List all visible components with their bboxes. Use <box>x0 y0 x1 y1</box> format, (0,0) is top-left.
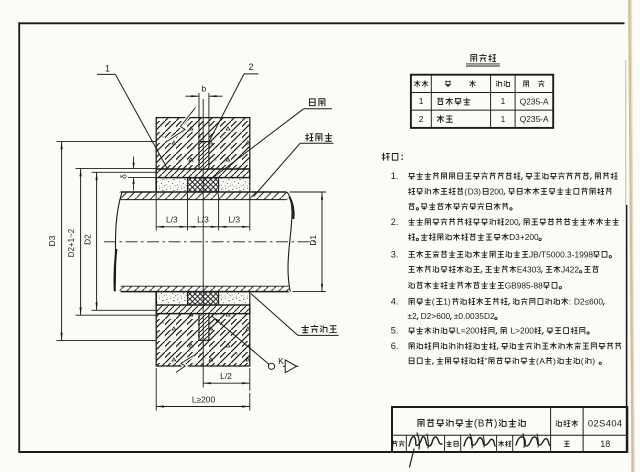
svg-text:D2: D2 <box>82 234 92 245</box>
svg-text:1: 1 <box>501 96 506 106</box>
svg-text:1: 1 <box>443 296 448 306</box>
svg-text:D2≤600: D2≤600 <box>574 296 604 306</box>
svg-text:L=200: L=200 <box>456 326 480 336</box>
svg-text:200: 200 <box>505 217 519 227</box>
svg-text:L/3: L/3 <box>197 215 209 225</box>
svg-text:": " <box>484 356 487 366</box>
svg-text:JB/T5000.3-1998: JB/T5000.3-1998 <box>529 249 593 259</box>
svg-text:δ: δ <box>120 174 129 179</box>
svg-text:E4303: E4303 <box>517 264 541 274</box>
svg-text:1: 1 <box>105 64 110 74</box>
svg-text:1.: 1. <box>391 171 399 181</box>
svg-text:±0.0035D2: ±0.0035D2 <box>454 311 495 321</box>
svg-text:1: 1 <box>419 96 424 106</box>
svg-text:±2: ±2 <box>408 311 418 321</box>
svg-text:02S404: 02S404 <box>588 418 623 429</box>
svg-text:L≥200: L≥200 <box>192 395 216 405</box>
svg-text:): ) <box>494 418 497 429</box>
svg-text:2: 2 <box>248 62 253 72</box>
svg-text:): ) <box>478 186 481 196</box>
svg-text:2.: 2. <box>391 217 399 227</box>
svg-text:Q235-A: Q235-A <box>520 114 549 124</box>
svg-text:3.: 3. <box>391 249 399 259</box>
svg-text:L>200: L>200 <box>510 326 534 336</box>
svg-text:): ) <box>553 356 556 366</box>
svg-text:L/2: L/2 <box>220 371 232 381</box>
svg-text:6.: 6. <box>391 341 399 351</box>
svg-text:4.: 4. <box>391 297 399 307</box>
svg-text:(: ( <box>464 186 467 196</box>
svg-text:D2+1~2: D2+1~2 <box>67 228 76 257</box>
svg-text:): ) <box>448 296 451 306</box>
svg-text:D3+200: D3+200 <box>509 232 539 242</box>
svg-text:Q235-A: Q235-A <box>520 96 549 106</box>
svg-text:(: ( <box>432 296 435 306</box>
svg-text:b: b <box>201 84 206 94</box>
svg-text:(: ( <box>474 418 478 429</box>
svg-text:18: 18 <box>600 439 610 449</box>
svg-text:5.: 5. <box>391 326 399 336</box>
svg-text:B: B <box>478 418 485 429</box>
svg-text:D3: D3 <box>47 235 57 246</box>
svg-text:(: ( <box>581 356 584 366</box>
svg-text:D1: D1 <box>308 235 318 246</box>
svg-text:200: 200 <box>490 186 504 196</box>
svg-text:2: 2 <box>419 114 424 124</box>
svg-text:A: A <box>539 356 545 366</box>
svg-text:L/3: L/3 <box>228 215 240 225</box>
svg-text:): ) <box>592 356 595 366</box>
svg-text:D2>600: D2>600 <box>421 311 451 321</box>
svg-text:(: ( <box>536 356 539 366</box>
svg-text:L/3: L/3 <box>166 215 178 225</box>
svg-text:GB985-88: GB985-88 <box>505 280 543 290</box>
svg-text:K: K <box>278 356 284 366</box>
svg-text:J422: J422 <box>561 264 579 274</box>
svg-text:D3: D3 <box>468 186 479 196</box>
svg-text::: : <box>569 296 571 306</box>
svg-text:1: 1 <box>501 114 506 124</box>
